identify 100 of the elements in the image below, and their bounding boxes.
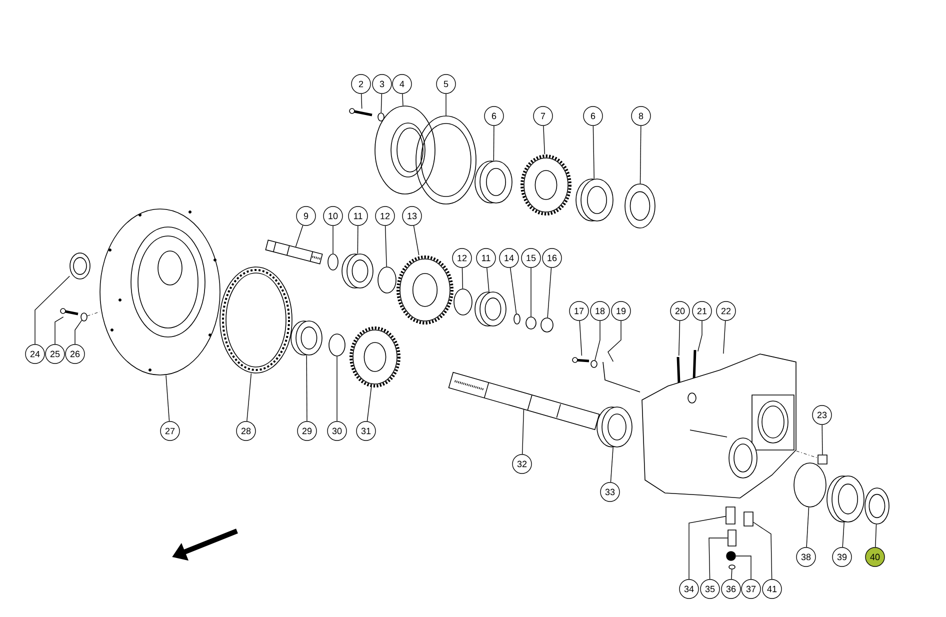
callout-number: 31 (356, 421, 376, 441)
callout-number: 6 (583, 106, 603, 126)
bracket (602, 362, 640, 392)
washer (378, 112, 384, 122)
callout-number: 24 (25, 344, 45, 364)
leader-line (306, 355, 308, 422)
center-line (87, 312, 100, 316)
leader-line (610, 447, 614, 482)
callout-number: 7 (533, 106, 553, 126)
leader-line (462, 268, 464, 289)
callout-number: 30 (327, 421, 347, 441)
leader-line (723, 320, 726, 354)
leader-line (361, 94, 362, 109)
callout-number: 36 (721, 579, 741, 599)
gear (350, 326, 400, 388)
callout-number: 19 (611, 301, 631, 321)
bearing (826, 476, 864, 522)
leader-line (608, 320, 622, 362)
seal-ring (864, 488, 890, 524)
callout-number: 25 (45, 344, 65, 364)
callout-number: 20 (670, 301, 690, 321)
leader-line (753, 522, 772, 580)
leader-line (736, 556, 752, 580)
leader-line (336, 356, 338, 422)
bearing (342, 254, 374, 288)
callout-number: 17 (569, 301, 589, 321)
callout-number: 13 (402, 206, 422, 226)
callout-number: 28 (236, 421, 256, 441)
sensor (676, 356, 680, 384)
leader-line (380, 94, 382, 113)
leader-line (366, 386, 372, 422)
leader-line (246, 373, 252, 422)
callout-number: 14 (499, 248, 519, 268)
leader-line (875, 524, 877, 548)
gasket (220, 266, 292, 374)
leader-line (708, 538, 728, 580)
callout-number: 32 (512, 454, 532, 474)
callout-number: 37 (741, 579, 761, 599)
leader-line (357, 226, 358, 254)
leader-line (413, 225, 420, 256)
leader-line (166, 375, 170, 422)
shaft (448, 372, 600, 430)
callout-number: 6 (484, 106, 504, 126)
callout-number: 23 (812, 405, 832, 425)
callout-number: 18 (590, 301, 610, 321)
leader-line (384, 226, 387, 267)
callout-number: 12 (452, 248, 472, 268)
callout-number: 41 (762, 579, 782, 599)
leader-line (806, 506, 810, 548)
gear (520, 154, 572, 216)
seal-ring (70, 252, 90, 280)
gearbox-housing (642, 354, 796, 498)
leader-line (640, 126, 642, 184)
bearing (290, 320, 322, 356)
sensor (692, 350, 696, 380)
nut (540, 318, 554, 332)
nut (726, 551, 736, 561)
plug (818, 454, 828, 464)
callout-number: 34 (679, 579, 699, 599)
callout-number: 33 (600, 482, 620, 502)
bearing (474, 160, 512, 204)
callout-number: 26 (65, 344, 85, 364)
callout-number: 9 (296, 206, 316, 226)
callout-number: 12 (375, 206, 395, 226)
callout-number: 27 (160, 421, 180, 441)
leader-line (547, 268, 552, 318)
callout-number: 5 (436, 74, 456, 94)
callout-number: 3 (372, 74, 392, 94)
leader-line (678, 320, 680, 356)
leader-line (34, 276, 70, 344)
callout-number: 38 (796, 547, 816, 567)
callout-number: 10 (323, 206, 343, 226)
o-ring (728, 564, 736, 570)
callout-number: 16 (542, 248, 562, 268)
plug (744, 512, 754, 526)
fitting (726, 506, 736, 524)
callout-number: 40 (865, 547, 885, 567)
cover-plate (100, 208, 220, 376)
callout-number: 8 (631, 106, 651, 126)
leader-line (698, 320, 702, 352)
flange (374, 106, 436, 194)
callout-number: 35 (700, 579, 720, 599)
callout-number: 11 (348, 206, 368, 226)
leader-line (530, 268, 532, 317)
bearing (576, 178, 614, 222)
leader-line (402, 94, 404, 106)
leader-line (295, 225, 304, 248)
callout-number: 15 (521, 248, 541, 268)
leader-line (579, 320, 582, 356)
bearing (596, 406, 632, 448)
callout-number: 22 (716, 301, 736, 321)
washer (80, 312, 88, 322)
shaft (265, 240, 323, 264)
fitting (728, 530, 736, 546)
leader-line (592, 126, 594, 179)
leader-line (54, 316, 64, 344)
bearing (474, 292, 506, 326)
bolt (60, 308, 78, 316)
bolt (572, 357, 590, 363)
leader-line (486, 268, 490, 292)
